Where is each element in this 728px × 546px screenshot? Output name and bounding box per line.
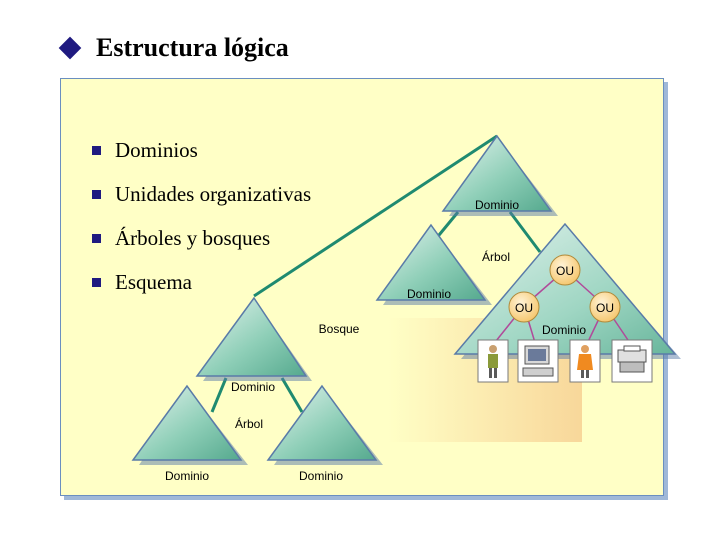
bullet-item: Esquema — [92, 260, 311, 304]
computer-icon — [517, 339, 559, 383]
tree-left-label: Árbol — [235, 416, 263, 431]
user-icon — [477, 339, 509, 383]
bullet-item: Árboles y bosques — [92, 216, 311, 260]
bullet-text: Esquema — [115, 269, 192, 294]
bullet-item: Unidades organizativas — [92, 172, 311, 216]
bullet-item: Dominios — [92, 128, 311, 172]
tree-right-label: Árbol — [482, 249, 510, 264]
domain-ou-triangle — [453, 222, 681, 359]
domain-left-root-triangle — [195, 296, 312, 381]
bullet-text: Árboles y bosques — [115, 225, 271, 250]
bullet-text: Dominios — [115, 137, 198, 162]
square-bullet-icon — [92, 189, 101, 199]
tree-links — [210, 134, 542, 413]
square-bullet-icon — [92, 233, 101, 243]
domain-bottom-right-triangle — [266, 384, 383, 465]
slide-title: Estructura lógica — [58, 28, 289, 68]
ou-left-label: OU — [515, 301, 533, 315]
user-icon — [569, 339, 601, 383]
ou-right-label: OU — [596, 301, 614, 315]
square-bullet-icon — [92, 145, 101, 155]
forest-label: Bosque — [319, 322, 360, 336]
domain-top-label: Dominio — [475, 198, 519, 212]
bullet-text: Unidades organizativas — [115, 181, 312, 206]
ou-left-node: OU — [508, 291, 540, 323]
printer-icon — [611, 339, 653, 383]
domain-left-root-label: Dominio — [231, 380, 275, 394]
domain-bottom-left-triangle — [131, 384, 248, 465]
square-bullet-icon — [92, 277, 101, 287]
domain-ou-label: Dominio — [542, 323, 586, 337]
bullet-list: Dominios Unidades organizativas Árboles … — [92, 128, 311, 304]
ou-right-node: OU — [589, 291, 621, 323]
domain-bottom-right-label: Dominio — [299, 469, 343, 483]
title-text: Estructura lógica — [96, 33, 289, 62]
domain-bottom-left-label: Dominio — [165, 469, 209, 483]
ou-top-label: OU — [556, 264, 574, 278]
ou-top-node: OU — [549, 254, 581, 286]
domain-mid-triangle — [375, 223, 492, 305]
domain-mid-label: Dominio — [407, 287, 451, 301]
domain-top-triangle — [441, 134, 558, 216]
